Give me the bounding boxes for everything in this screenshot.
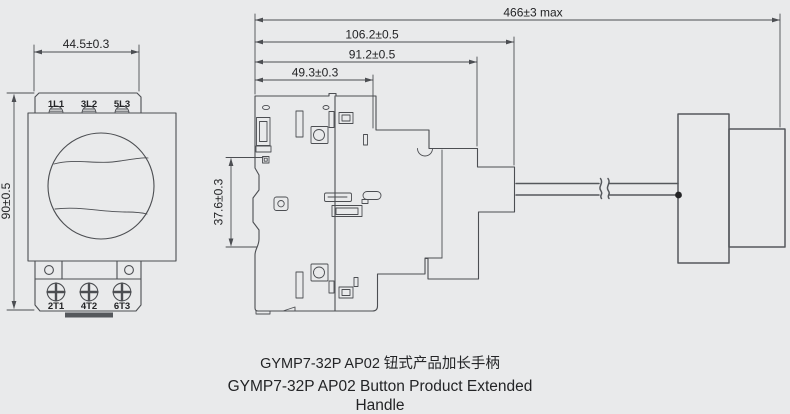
dim-mount-tab-label: 49.3±0.3 <box>292 66 339 80</box>
knob-circle <box>47 132 155 240</box>
front-bottom-screws <box>46 282 132 302</box>
dim-arrows-front <box>11 49 139 309</box>
dim-front-face-label: 91.2±0.5 <box>349 48 396 62</box>
handle-end-cap <box>728 128 786 248</box>
caption-en-line1: GYMP7-32P AP02 Button Product Extended <box>228 378 533 395</box>
knob-grip-line-upper <box>53 157 149 165</box>
handle-lever <box>677 113 730 264</box>
front-view <box>6 44 177 318</box>
side-view <box>225 13 786 315</box>
front-top-screws <box>48 105 130 114</box>
din-clip-details <box>255 104 289 211</box>
terminal-label-5l3: 5L3 <box>114 99 130 110</box>
drawing-texts: 44.5±0.3 90±0.5 1L1 3L2 5L3 2T1 4T2 6T3 … <box>0 6 563 414</box>
terminal-label-3l2: 3L2 <box>81 99 97 110</box>
front-bottom-terminal-block <box>34 260 142 312</box>
terminal-label-1l1: 1L1 <box>48 99 65 110</box>
screw-notch <box>417 148 433 157</box>
extended-handle <box>515 113 786 264</box>
side-foot-tab <box>255 310 271 315</box>
caption-zh: GYMP7-32P AP02 钮式产品加长手柄 <box>260 355 500 372</box>
knob-grip-line-lower <box>54 207 148 215</box>
case-details <box>295 105 382 299</box>
dim-width-lines <box>6 44 140 311</box>
terminal-label-6t3: 6T3 <box>114 301 130 312</box>
dim-width-label: 44.5±0.3 <box>63 37 110 51</box>
dim-arrows-side <box>228 17 780 247</box>
terminal-label-2t1: 2T1 <box>48 301 65 312</box>
shaft-break-icon <box>606 177 611 200</box>
terminal-label-4t2: 4T2 <box>81 301 97 312</box>
front-mount-hole-left <box>44 265 54 275</box>
pivot-dot <box>675 191 682 199</box>
dim-din-rail-label: 37.6±0.3 <box>212 178 226 225</box>
caption-en-line2: Handle <box>355 397 404 414</box>
dim-button-face-label: 106.2±0.5 <box>345 28 399 42</box>
dim-overall-label: 466±3 max <box>503 6 562 20</box>
side-body-outline <box>252 92 516 312</box>
front-mount-hole-right <box>124 265 134 275</box>
dim-height-label: 90±0.5 <box>0 182 13 219</box>
din-clip-bar <box>65 312 113 318</box>
side-dim-lines <box>225 13 781 248</box>
shaft-break-icon <box>599 177 603 200</box>
side-release-tab <box>282 306 296 312</box>
